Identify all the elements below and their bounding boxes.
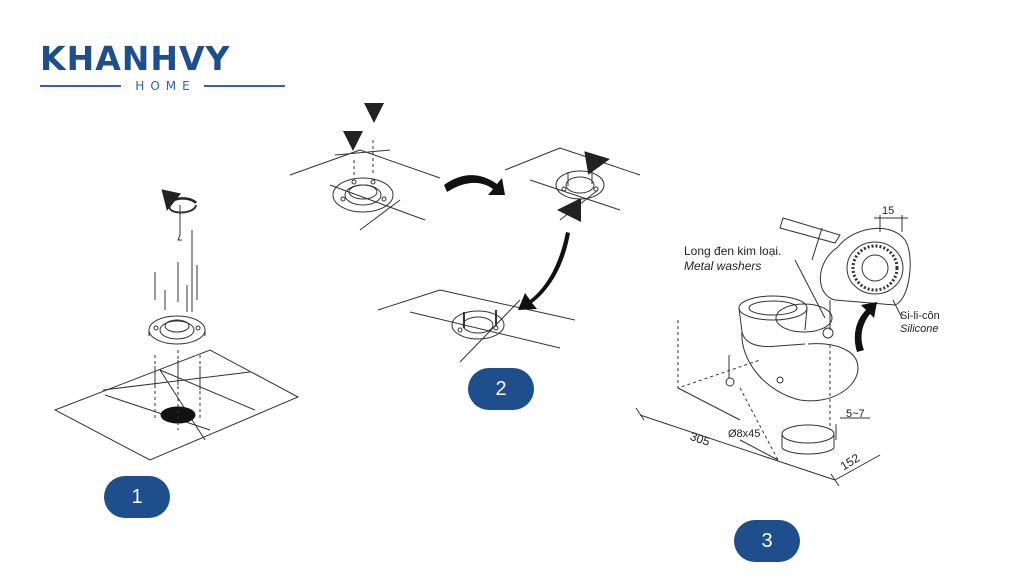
silicone-label-vi: Si-li-côn: [900, 310, 940, 322]
logo-divider-left: [40, 85, 122, 87]
curved-arrow-up-icon: [854, 302, 877, 352]
step3-bolts: [728, 300, 831, 461]
dimension-bolt: Ø8x45: [728, 428, 761, 440]
silicone-detail: [779, 215, 911, 306]
flow-arrow-down-icon: [518, 232, 570, 310]
step1-illustration: [53, 204, 300, 461]
step2-panel-a: [289, 140, 441, 231]
dimension-5-7: 5~7: [846, 408, 865, 420]
step1-floor-grid: [53, 349, 300, 461]
step-badge-3: 3: [734, 520, 800, 562]
step3-dimension-lines: [635, 407, 881, 487]
silicone-label-en: Silicone: [900, 323, 939, 335]
step2-panel-b: [504, 147, 641, 221]
logo-sub-text: HOME: [135, 79, 196, 93]
step-badge-1: 1: [104, 476, 170, 518]
rotate-arrow-icon: [161, 189, 197, 211]
step2-panel-c: [377, 289, 576, 363]
floor-drain-hole: [160, 406, 196, 424]
logo-divider-right: [203, 85, 285, 87]
step1-screws: [154, 230, 201, 430]
step3-illustration: [635, 215, 911, 487]
step2-illustration: [289, 103, 641, 363]
floor-pipe: [781, 424, 835, 455]
brand-logo: KHANHVY HOME: [40, 42, 285, 93]
washers-label-vi: Long đen kim loại.: [684, 244, 782, 258]
logo-brand-text: KHANHVY: [40, 39, 231, 78]
step-badge-2: 2: [468, 368, 534, 410]
dimension-15: 15: [882, 205, 895, 217]
flow-arrow-right-icon: [444, 175, 505, 195]
step1-flange: [148, 315, 206, 345]
washers-label-en: Metal washers: [684, 259, 762, 273]
toilet-outlet: [725, 295, 859, 402]
logo-sub-row: HOME: [40, 79, 285, 93]
